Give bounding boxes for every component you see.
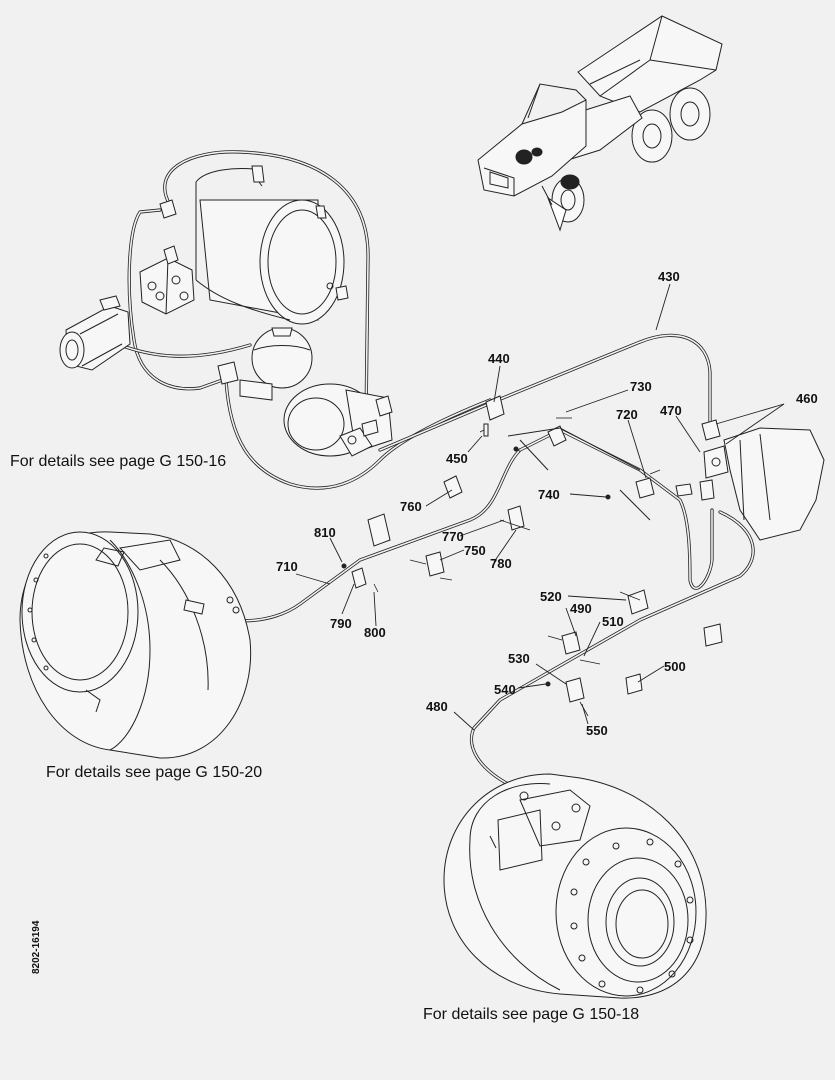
part-number-440: 440	[488, 351, 510, 366]
dump-truck-locator-illustration	[477, 15, 723, 232]
part-number-710: 710	[276, 559, 298, 574]
part-number-760: 760	[400, 499, 422, 514]
part-number-540: 540	[494, 682, 516, 697]
left-wheel-hub	[19, 531, 252, 759]
part-number-770: 770	[442, 529, 464, 544]
rear-wheel-hub	[443, 773, 707, 999]
part-number-750: 750	[464, 543, 486, 558]
part-number-430: 430	[658, 269, 680, 284]
leader-lines	[295, 283, 785, 731]
part-number-720: 720	[616, 407, 638, 422]
clips-and-fasteners	[341, 395, 825, 717]
part-number-480: 480	[426, 699, 448, 714]
air-tank-assembly	[59, 150, 492, 490]
reference-note-g150-18: For details see page G 150-18	[423, 1006, 640, 1023]
part-number-790: 790	[330, 616, 352, 631]
part-number-810: 810	[314, 525, 336, 540]
part-number-530: 530	[508, 651, 530, 666]
part-number-740: 740	[538, 487, 560, 502]
part-number-780: 780	[490, 556, 512, 571]
figure-id: 8202-16194	[31, 920, 42, 974]
part-number-510: 510	[602, 614, 624, 629]
part-number-500: 500	[664, 659, 686, 674]
part-number-520: 520	[540, 589, 562, 604]
part-number-470: 470	[660, 403, 682, 418]
part-number-490: 490	[570, 601, 592, 616]
part-number-460: 460	[796, 391, 818, 406]
reference-note-g150-20: For details see page G 150-20	[46, 764, 263, 781]
reference-note-g150-16: For details see page G 150-16	[10, 453, 227, 470]
part-number-800: 800	[364, 625, 386, 640]
part-number-550: 550	[586, 723, 608, 738]
part-number-730: 730	[630, 379, 652, 394]
part-number-450: 450	[446, 451, 468, 466]
